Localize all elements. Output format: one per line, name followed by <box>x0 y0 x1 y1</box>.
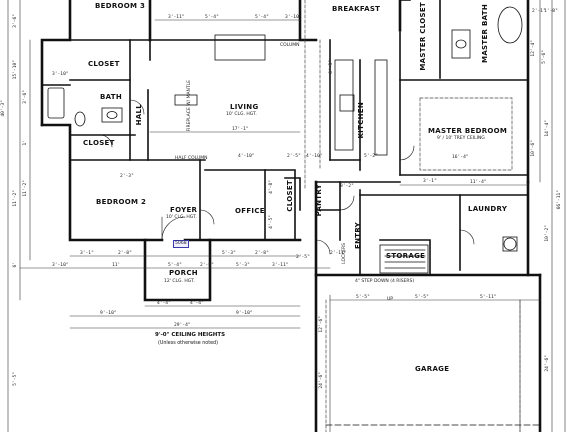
dim-total-0: 9'-10" <box>100 311 117 316</box>
dim-left-4: 1' <box>23 140 28 146</box>
room-sub-porch: 12' CLG. HGT. <box>164 279 195 284</box>
note-up: UP <box>387 297 394 302</box>
dim-left-5: 6' <box>13 262 18 268</box>
dim-mid-0: 4'-4" <box>157 301 171 306</box>
dim-garage-v0: 12'-6" <box>319 316 324 333</box>
dim-total-1: 29'-4" <box>174 323 191 328</box>
dim-top-0: 3'-11" <box>168 15 185 20</box>
room-label-kitchen: KITCHEN <box>357 102 365 139</box>
dim-living-width: 17'-1" <box>232 127 249 132</box>
room-label-closet-office: CLOSET <box>286 180 294 212</box>
dim-porch-8: 3'-11" <box>272 263 289 268</box>
dimension-lines <box>7 0 566 432</box>
dim-misc-3: 3'-1" <box>423 179 437 184</box>
door-swings <box>99 99 475 255</box>
dim-right-3: 10'-2" <box>545 225 550 242</box>
unless-noted-note: (Unless otherwise noted) <box>158 341 218 346</box>
dim-right-0: 5'-6" <box>542 50 547 64</box>
dim-misc-5: 5'-2" <box>364 154 378 159</box>
dim-misc-8: 2'-11" <box>330 251 347 256</box>
dim-porch-0: 3'-10" <box>52 263 69 268</box>
dim-top-4: 2'-1" <box>532 9 546 14</box>
dim-left-1: 15'-10" <box>13 60 18 80</box>
room-label-office: OFFICE <box>235 207 265 215</box>
marker-tag: 5068 <box>173 240 189 248</box>
room-label-master-bath: MASTER BATH <box>481 4 489 63</box>
dim-top-1: 5'-4" <box>205 15 219 20</box>
note-fireplace: FIREPLACE W/ MANTLE <box>187 80 192 132</box>
room-sub-foyer: 10' CLG. HGT. <box>166 215 197 220</box>
dim-misc-12: 6'-3" <box>329 60 334 74</box>
room-label-breakfast: BREAKFAST <box>332 5 381 13</box>
room-label-master-closet: MASTER CLOSET <box>419 2 427 71</box>
room-label-pantry: PANTRY <box>315 184 323 217</box>
room-label-closet-upper: CLOSET <box>88 60 120 68</box>
dim-garage-v1: 24'-6" <box>319 372 324 389</box>
dim-misc-9: 2'-8" <box>200 263 214 268</box>
room-label-entry: ENTRY <box>354 222 362 249</box>
room-label-closet-lower: CLOSET <box>83 139 115 147</box>
room-label-porch: PORCH <box>169 269 198 277</box>
room-label-storage: STORAGE <box>386 252 426 260</box>
dim-misc-4: 8'-2" <box>340 184 354 189</box>
dim-left-outer: 40'-3" <box>1 100 6 117</box>
dim-laundry-width: 11'-4" <box>470 180 487 185</box>
dim-right-5: 24'-6" <box>545 355 550 372</box>
dim-misc-11: 4'-8" <box>269 180 274 194</box>
dim-top-2: 5'-4" <box>255 15 269 20</box>
dim-mid-2: 5'-5" <box>356 295 370 300</box>
dim-top-3: 3'-10" <box>285 15 302 20</box>
dim-misc-1: 2'-5" <box>287 154 301 159</box>
room-sub-living: 10' CLG. HGT. <box>226 112 257 117</box>
dim-right-1: 12'-4" <box>531 40 536 57</box>
dim-misc-0: 4'-10" <box>238 154 255 159</box>
room-label-foyer: FOYER <box>170 206 198 214</box>
dim-left-7: 5'-5" <box>13 372 18 386</box>
dim-porch-2: 2'-8" <box>118 251 132 256</box>
note-half-column: HALF COLUMN <box>175 156 208 161</box>
dim-porch-1: 3'-1" <box>80 251 94 256</box>
room-sub-master-bedroom: 9' / 10' TREY CEILING <box>437 136 485 141</box>
dim-left-6: 11'-2" <box>13 190 18 207</box>
dim-porch-4: 5'-4" <box>168 263 182 268</box>
dim-mid-1: 4'-4" <box>190 301 204 306</box>
dim-porch-7: 5'-3" <box>236 263 250 268</box>
interior-walls <box>41 0 529 276</box>
dim-left-0: 3'-6" <box>13 14 18 28</box>
dim-top-5: 1'-8" <box>544 9 558 14</box>
dim-left-2: 3'-6" <box>23 90 28 104</box>
dim-misc-7: 2'-5" <box>296 255 310 260</box>
room-label-bath: BATH <box>100 93 123 101</box>
note-step-down: 4" STEP DOWN (4 RISERS) <box>355 279 415 284</box>
room-label-master-bedroom: MASTER BEDROOM <box>428 127 508 135</box>
dim-misc-13: 4'-5" <box>269 215 274 229</box>
dim-right-6: 66'-11" <box>557 190 562 210</box>
dim-misc-6: 3'-10" <box>52 72 69 77</box>
note-column: COLUMN <box>280 43 300 48</box>
dim-right-2: 14'-4" <box>545 120 550 137</box>
fixtures <box>47 6 523 274</box>
dim-porch-3: 11' <box>112 263 121 268</box>
room-label-bedroom3: BEDROOM 3 <box>95 2 146 10</box>
room-label-hall: HALL <box>135 104 143 126</box>
room-label-garage: GARAGE <box>415 365 450 373</box>
exterior-walls <box>40 0 542 432</box>
dim-mid-3: 5'-5" <box>415 295 429 300</box>
dim-misc-2: 4'-10" <box>306 154 323 159</box>
ceiling-lines <box>304 0 521 432</box>
dim-porch-6: 2'-8" <box>255 251 269 256</box>
room-label-bedroom2: BEDROOM 2 <box>96 198 147 206</box>
dim-left-3: 11'-2" <box>23 180 28 197</box>
dim-total-2: 9'-10" <box>236 311 253 316</box>
dim-mid-4: 5'-11" <box>480 295 497 300</box>
dim-mbr-width: 16'-4" <box>452 155 469 160</box>
room-label-living: LIVING <box>230 103 259 111</box>
dim-right-4: 10'-6" <box>531 140 536 157</box>
room-label-laundry: LAUNDRY <box>468 205 508 213</box>
dim-misc-10: 2'-3" <box>120 174 134 179</box>
ceiling-heights-note: 9'-0" CEILING HEIGHTS <box>155 332 226 338</box>
dim-porch-5: 5'-3" <box>222 251 236 256</box>
